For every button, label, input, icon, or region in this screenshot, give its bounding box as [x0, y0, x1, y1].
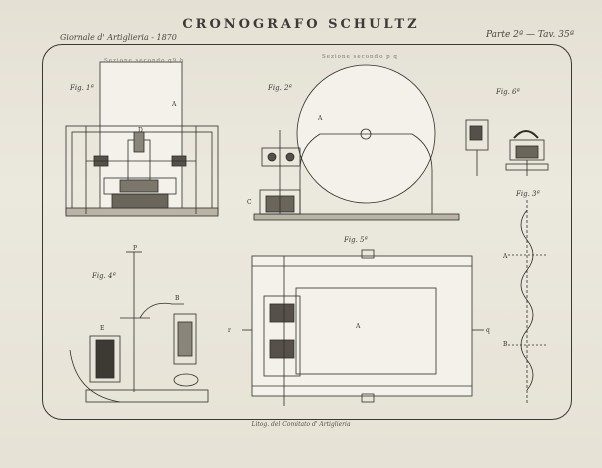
figure-6-drawing [465, 119, 549, 176]
fig5-label: Fig. 5ª [344, 236, 368, 244]
figure-4-drawing [69, 251, 209, 403]
plate-number: Parte 2ª — Tav. 35ª [486, 30, 574, 40]
figure-3-drawing [508, 200, 546, 405]
fig2-section-label: Sezione secondo p q [322, 54, 398, 60]
fig3-label: Fig. 3ª [516, 190, 540, 198]
plate-title: CRONOGRAFO SCHULTZ [182, 17, 420, 32]
svg-text:A: A [171, 101, 177, 108]
figure-5-drawing [242, 249, 484, 406]
fig6-label: Fig. 6ª [496, 88, 520, 96]
svg-text:B: B [503, 341, 508, 348]
fig4-label: Fig. 4ª [92, 272, 116, 280]
svg-text:D: D [138, 127, 143, 134]
svg-text:r: r [228, 327, 231, 334]
fig2-label: Fig. 2ª [268, 84, 292, 92]
svg-text:P: P [133, 245, 137, 252]
figure-1-drawing [65, 61, 219, 217]
lithographer-credit: Litog. del Comitato d' Artiglieria [251, 421, 351, 428]
journal-header: Giornale d' Artiglieria - 1870 [60, 33, 177, 42]
fig1-section-label: Sezione secondo q9 h [104, 58, 185, 64]
svg-text:A: A [355, 323, 361, 330]
svg-text:C: C [247, 199, 252, 206]
svg-text:E: E [100, 325, 104, 332]
svg-text:B: B [175, 295, 180, 302]
figure-2-drawing [253, 64, 460, 221]
svg-text:q: q [486, 327, 490, 334]
svg-text:A: A [502, 253, 508, 260]
svg-text:A: A [317, 115, 323, 122]
plate-border [42, 44, 572, 420]
fig1-label: Fig. 1ª [70, 84, 94, 92]
